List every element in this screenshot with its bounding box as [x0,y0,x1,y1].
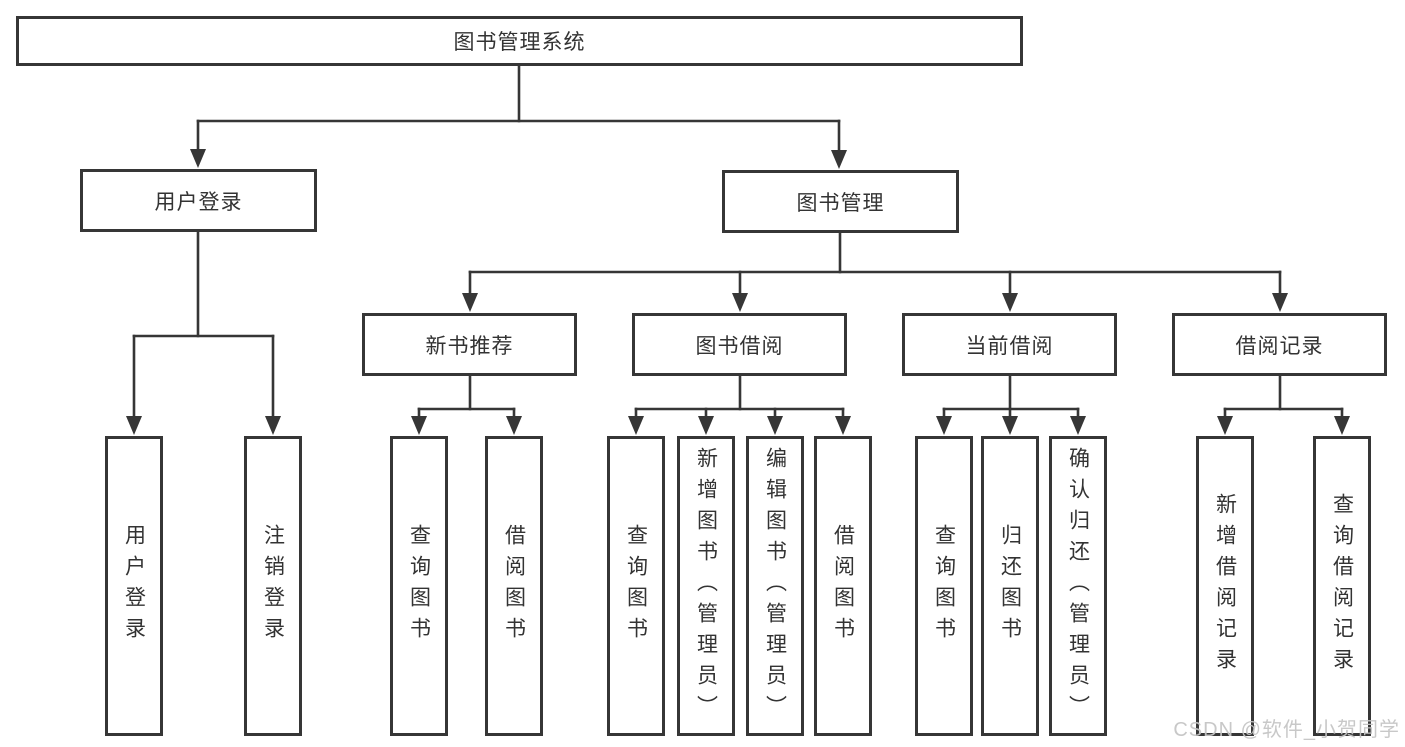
leaf-borrow-books-recommend: 借阅图书 [485,436,543,736]
node-borrowing-records: 借阅记录 [1172,313,1387,376]
leaf-query-books-borrow: 查询图书 [607,436,665,736]
csdn-watermark: CSDN @软件_小贺同学 [1173,719,1400,741]
leaf-logout: 注销登录 [244,436,302,736]
connector-current-borrow-children [936,374,1086,435]
node-library-management-system: 图书管理系统 [16,16,1023,66]
connector-book-management-children [462,231,1288,312]
leaf-user-login: 用户登录 [105,436,163,736]
leaf-query-borrow-record: 查询借阅记录 [1313,436,1371,736]
node-new-book-recommendation: 新书推荐 [362,313,577,376]
node-current-borrowing: 当前借阅 [902,313,1117,376]
connector-new-book-children [411,374,522,435]
connector-borrow-records-children [1217,374,1350,435]
node-book-management: 图书管理 [722,170,959,233]
leaf-return-books: 归还图书 [981,436,1039,736]
leaf-borrow-books: 借阅图书 [814,436,872,736]
leaf-confirm-return-admin: 确认归还（管理员） [1049,436,1107,736]
connector-user-login-children [126,230,281,435]
node-user-login: 用户登录 [80,169,317,232]
leaf-query-books-current: 查询图书 [915,436,973,736]
leaf-add-borrow-record: 新增借阅记录 [1196,436,1254,736]
leaf-edit-book-admin: 编辑图书（管理员） [746,436,804,736]
connector-book-borrow-children [628,374,851,435]
node-book-borrowing: 图书借阅 [632,313,847,376]
leaf-add-book-admin: 新增图书（管理员） [677,436,735,736]
leaf-query-books-recommend: 查询图书 [390,436,448,736]
connector-root-to-level2 [190,62,847,169]
